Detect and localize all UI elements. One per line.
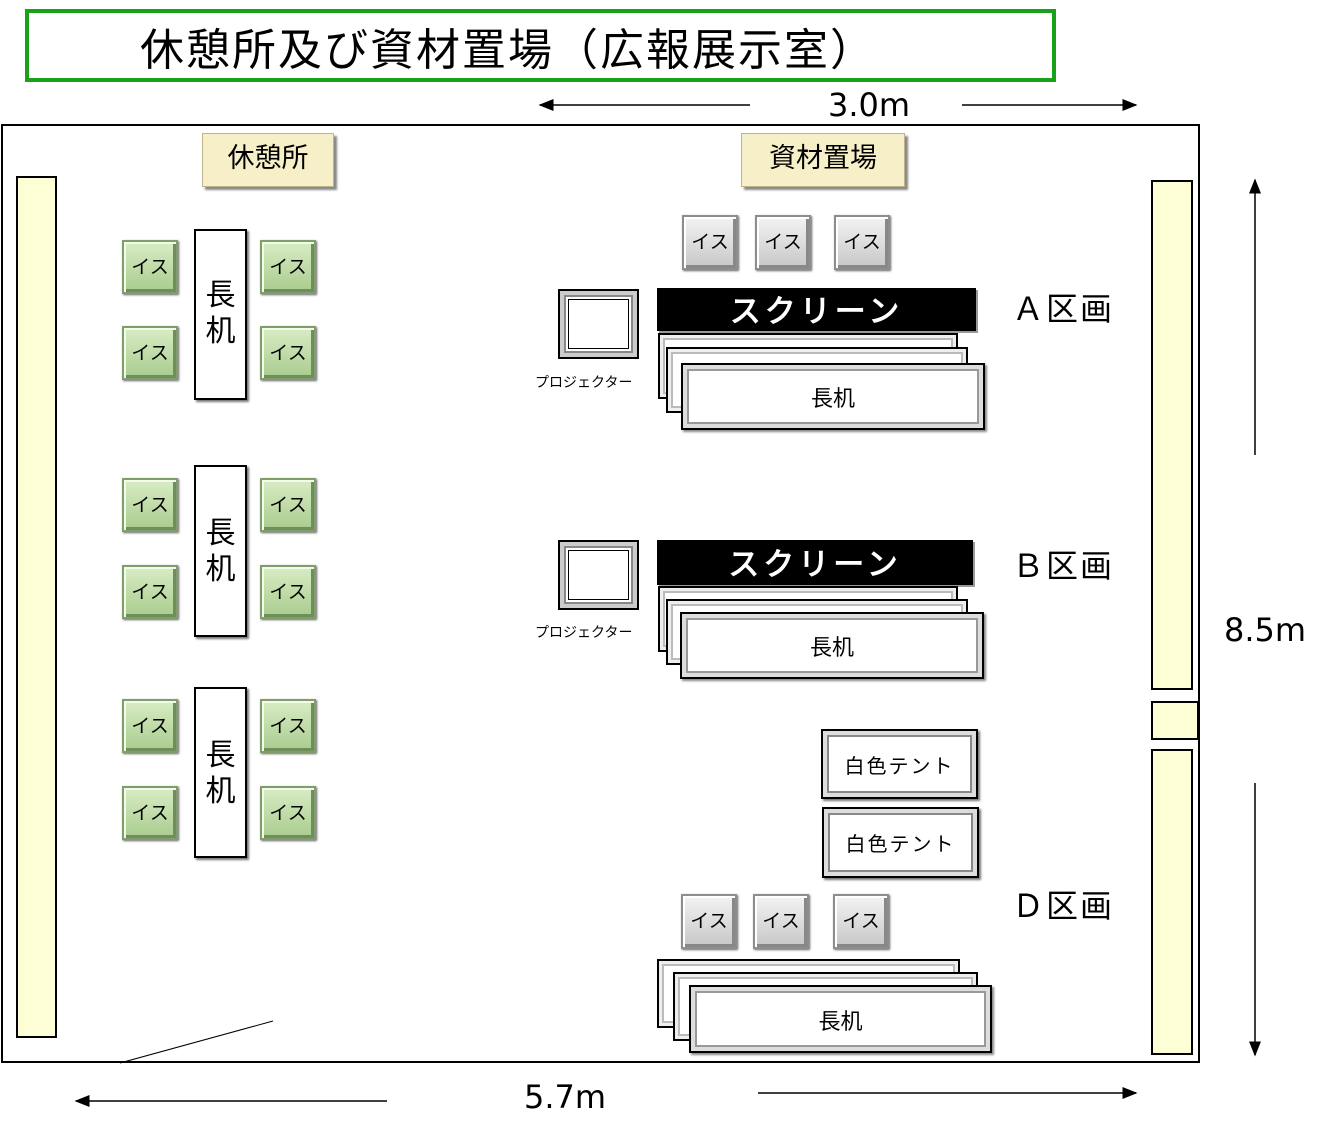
projector bbox=[558, 540, 639, 610]
section-d-label: Ｄ区画 bbox=[1012, 887, 1115, 925]
door-swing-line bbox=[119, 1020, 274, 1064]
long-desk: 長机 bbox=[680, 612, 984, 679]
chair-green: イス bbox=[260, 699, 316, 753]
long-desk-vertical: 長 机 bbox=[194, 465, 247, 637]
chair-gray: イス bbox=[753, 894, 809, 949]
long-desk-char-2: 机 bbox=[205, 314, 236, 349]
section-a-label: Ａ区画 bbox=[1012, 290, 1115, 328]
chair-green: イス bbox=[122, 565, 178, 619]
page-title: 休憩所及び資材置場（広報展示室） bbox=[140, 25, 876, 76]
right-wall-strip-lower bbox=[1151, 749, 1193, 1055]
storage-label: 資材置場 bbox=[741, 133, 905, 187]
chair-green: イス bbox=[260, 565, 316, 619]
long-desk-char-1: 長 bbox=[205, 738, 236, 773]
white-tent: 白色テント bbox=[821, 729, 978, 799]
chair-green: イス bbox=[122, 699, 178, 753]
chair-green: イス bbox=[260, 240, 316, 294]
chair-gray: イス bbox=[682, 215, 738, 270]
long-desk-char-1: 長 bbox=[205, 278, 236, 313]
long-desk: 長机 bbox=[689, 985, 992, 1053]
long-desk-char-1: 長 bbox=[205, 516, 236, 551]
chair-green: イス bbox=[122, 786, 178, 840]
chair-gray: イス bbox=[834, 215, 890, 270]
chair-gray: イス bbox=[833, 894, 889, 949]
chair-green: イス bbox=[260, 786, 316, 840]
chair-green: イス bbox=[122, 478, 178, 532]
chair-green: イス bbox=[260, 478, 316, 532]
chair-green: イス bbox=[122, 326, 178, 380]
long-desk-vertical: 長 机 bbox=[194, 687, 247, 858]
long-desk: 長机 bbox=[681, 363, 985, 430]
projector-label: プロジェクター bbox=[535, 375, 633, 391]
chair-gray: イス bbox=[681, 894, 737, 949]
white-tent: 白色テント bbox=[822, 807, 979, 878]
rest-area-label: 休憩所 bbox=[202, 133, 334, 187]
chair-green: イス bbox=[122, 240, 178, 294]
dimension-bottom: 5.7m bbox=[524, 1078, 607, 1116]
left-wall-strip bbox=[16, 176, 57, 1038]
long-desk-char-2: 机 bbox=[205, 774, 236, 809]
chair-gray: イス bbox=[755, 215, 811, 270]
section-b-label: Ｂ区画 bbox=[1012, 547, 1115, 585]
dimension-right: 8.5m bbox=[1224, 611, 1307, 649]
projector bbox=[558, 289, 639, 359]
projector-label: プロジェクター bbox=[535, 625, 633, 641]
dimension-top: 3.0m bbox=[828, 86, 911, 124]
chair-green: イス bbox=[260, 326, 316, 380]
long-desk-char-2: 机 bbox=[205, 552, 236, 587]
right-wall-strip-small bbox=[1151, 701, 1199, 740]
screen: スクリーン bbox=[657, 288, 976, 331]
title-box bbox=[25, 9, 1056, 82]
right-wall-strip-upper bbox=[1151, 180, 1193, 690]
room-outline bbox=[1, 124, 1200, 1063]
long-desk-vertical: 長 机 bbox=[194, 229, 247, 400]
screen: スクリーン bbox=[657, 540, 973, 585]
